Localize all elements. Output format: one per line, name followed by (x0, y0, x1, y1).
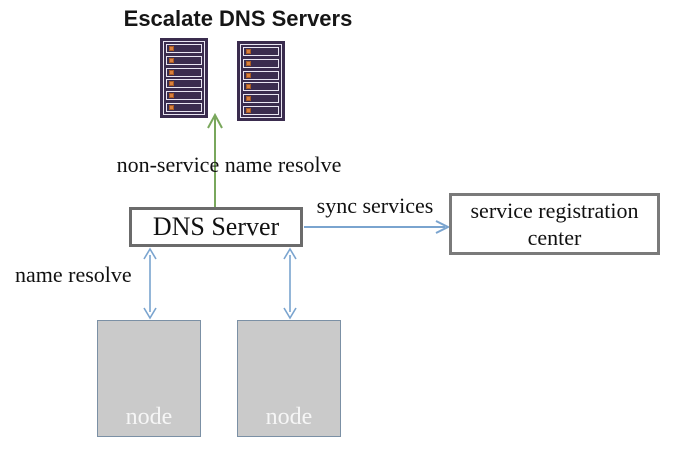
arrow-right-icon (304, 220, 451, 234)
arrow-up-down-icon (283, 247, 297, 320)
server-slot (243, 94, 279, 104)
server-slot (243, 58, 279, 68)
dns-server-label: DNS Server (152, 212, 280, 241)
arrow-up-icon (207, 113, 223, 209)
label-sync-services: sync services (316, 193, 434, 218)
server-slot (243, 70, 279, 80)
server-rack-icon (160, 38, 208, 118)
node-box: node (97, 320, 201, 437)
server-slot (166, 55, 202, 65)
label-name-resolve: name resolve (15, 262, 132, 287)
node-label: node (265, 404, 313, 430)
server-slot (166, 44, 202, 53)
dns-server-box: DNS Server (129, 207, 303, 247)
server-slot (243, 47, 279, 56)
node-label: node (125, 404, 173, 430)
diagram-title: Escalate DNS Servers (123, 6, 353, 31)
server-rack-body (240, 44, 282, 118)
server-rack-body (163, 41, 205, 115)
arrow-up-down-icon (143, 247, 157, 320)
server-rack-icon (237, 41, 285, 121)
server-slot (166, 67, 202, 77)
node-box: node (237, 320, 341, 437)
service-registration-center-box: service registration center (449, 193, 660, 255)
server-slot (166, 91, 202, 101)
label-non-service-name-resolve: non-service name resolve (116, 152, 342, 177)
server-slot (243, 82, 279, 92)
server-slot (243, 105, 279, 115)
server-slot (166, 102, 202, 112)
server-slot (166, 79, 202, 89)
service-registration-center-label: service registration center (470, 198, 639, 250)
